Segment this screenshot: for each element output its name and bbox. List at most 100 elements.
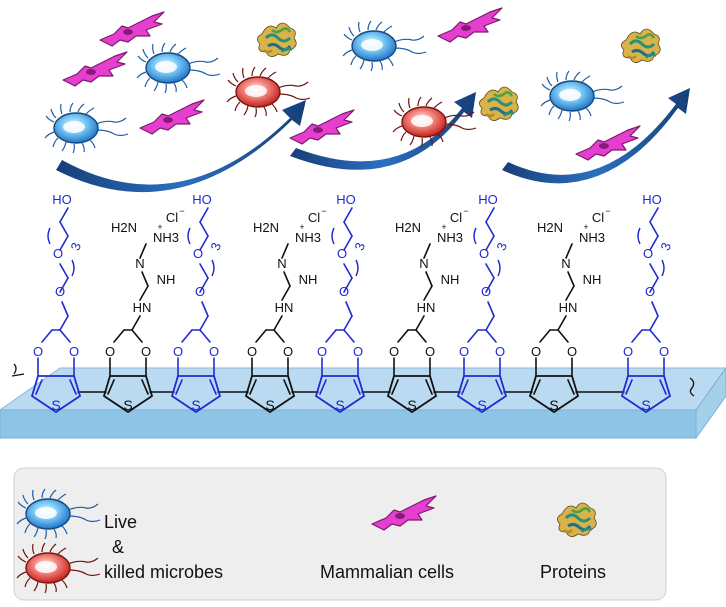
chloride-label: Cl [308, 210, 320, 225]
chloride-label: Cl [450, 210, 462, 225]
chloride-label: Cl [166, 210, 178, 225]
ether-oxygen-label: O [337, 246, 347, 261]
live-microbe-icon [540, 70, 625, 122]
sulfur-label: S [407, 397, 416, 413]
ammonium-label: NH3 [295, 230, 321, 245]
ammonium-label: NH3 [153, 230, 179, 245]
nh-link-label: HN [559, 300, 578, 315]
plus-charge-label: + [299, 222, 304, 232]
chloride-label: Cl [592, 210, 604, 225]
sulfur-label: S [477, 397, 486, 413]
imine-n-label: N [561, 256, 570, 271]
ring-oxygen-label: O [567, 344, 577, 359]
imine-n-label: N [277, 256, 286, 271]
ring-oxygen-label: O [283, 344, 293, 359]
guanidine-edot-unit: S O O HN NH N H2N NH3+ Cl− [102, 206, 185, 414]
live-microbe-icon [136, 42, 221, 94]
ring-oxygen-label: O [247, 344, 257, 359]
ether-oxygen-label: O [643, 246, 653, 261]
ring-oxygen-label: O [105, 344, 115, 359]
minus-charge-label: − [605, 206, 610, 216]
repeat-count-label: 3 [657, 240, 674, 252]
ring-oxygen-label: O [659, 344, 669, 359]
arrow-3 [502, 88, 690, 184]
live-microbe-icon [44, 102, 129, 154]
legend-box: Live & killed microbes Mammalian cells P… [13, 467, 667, 601]
sulfur-label: S [123, 397, 132, 413]
imine-n-label: N [135, 256, 144, 271]
nh-link-label: HN [417, 300, 436, 315]
sulfur-label: S [641, 397, 650, 413]
ring-oxygen-label: O [389, 344, 399, 359]
repeat-count-label: 3 [351, 240, 368, 252]
guanidine-edot-unit: S O O HN NH N H2N NH3+ Cl− [528, 206, 611, 414]
ring-oxygen-label: O [459, 344, 469, 359]
hydroxyl-label: HO [192, 192, 212, 207]
ring-oxygen-label: O [623, 344, 633, 359]
mammalian-cell-icon [62, 51, 128, 87]
imine-nh-label: NH [157, 272, 176, 287]
nh-link-label: HN [133, 300, 152, 315]
sulfur-label: S [265, 397, 274, 413]
live-microbe-icon [342, 20, 427, 72]
ammonium-label: NH3 [579, 230, 605, 245]
pedot-copolymer-chain: SOOOO3HOSOOHNNHNH2NNH3+Cl−SOOOO3HOSOOHNN… [11, 192, 695, 414]
arrow-2 [290, 92, 476, 170]
plus-charge-label: + [441, 222, 446, 232]
repeat-count-label: 3 [493, 240, 510, 252]
imine-nh-label: NH [299, 272, 318, 287]
repeat-count-label: 3 [67, 240, 84, 252]
minus-charge-label: − [179, 206, 184, 216]
peg-edot-unit: SOOOO3HO [456, 192, 510, 414]
ring-oxygen-label: O [495, 344, 505, 359]
plus-charge-label: + [583, 222, 588, 232]
hydroxyl-label: HO [336, 192, 356, 207]
repeat-count-label: 3 [207, 240, 224, 252]
sulfur-label: S [191, 397, 200, 413]
ring-oxygen-label: O [317, 344, 327, 359]
amine-label: H2N [537, 220, 563, 235]
ring-oxygen-label: O [209, 344, 219, 359]
minus-charge-label: − [463, 206, 468, 216]
protein-icon [255, 21, 298, 59]
ring-oxygen-label: O [425, 344, 435, 359]
ring-oxygen-label: O [353, 344, 363, 359]
nh-link-label: HN [275, 300, 294, 315]
legend-live-label: Live [104, 512, 137, 532]
protein-icon [619, 27, 662, 65]
peg-edot-unit: SOOOO3HO [30, 192, 84, 414]
hydroxyl-label: HO [478, 192, 498, 207]
legend-ampersand: & [112, 537, 124, 557]
legend-protein-label: Proteins [540, 562, 606, 582]
amine-label: H2N [395, 220, 421, 235]
minus-charge-label: − [321, 206, 326, 216]
ether-oxygen-label: O [53, 246, 63, 261]
plus-charge-label: + [157, 222, 162, 232]
sulfur-label: S [51, 397, 60, 413]
substrate-slab [0, 367, 726, 440]
peg-edot-unit: SOOOO3HO [170, 192, 224, 414]
ring-oxygen-label: O [69, 344, 79, 359]
protein-icon [477, 85, 520, 123]
hydroxyl-label: HO [642, 192, 662, 207]
ether-oxygen-label: O [479, 246, 489, 261]
mammalian-cell-icon [139, 99, 205, 135]
ring-oxygen-label: O [173, 344, 183, 359]
mammalian-cell-icon [437, 7, 503, 43]
peg-edot-unit: SOOOO3HO [314, 192, 368, 414]
ammonium-label: NH3 [437, 230, 463, 245]
mammalian-cell-icon [99, 11, 165, 47]
sulfur-label: S [549, 397, 558, 413]
imine-nh-label: NH [583, 272, 602, 287]
legend-mammalian-label: Mammalian cells [320, 562, 454, 582]
ring-oxygen-label: O [33, 344, 43, 359]
peg-edot-unit: SOOOO3HO [620, 192, 674, 414]
ring-oxygen-label: O [141, 344, 151, 359]
ring-oxygen-label: O [531, 344, 541, 359]
amine-label: H2N [111, 220, 137, 235]
sulfur-label: S [335, 397, 344, 413]
ether-oxygen-label: O [193, 246, 203, 261]
